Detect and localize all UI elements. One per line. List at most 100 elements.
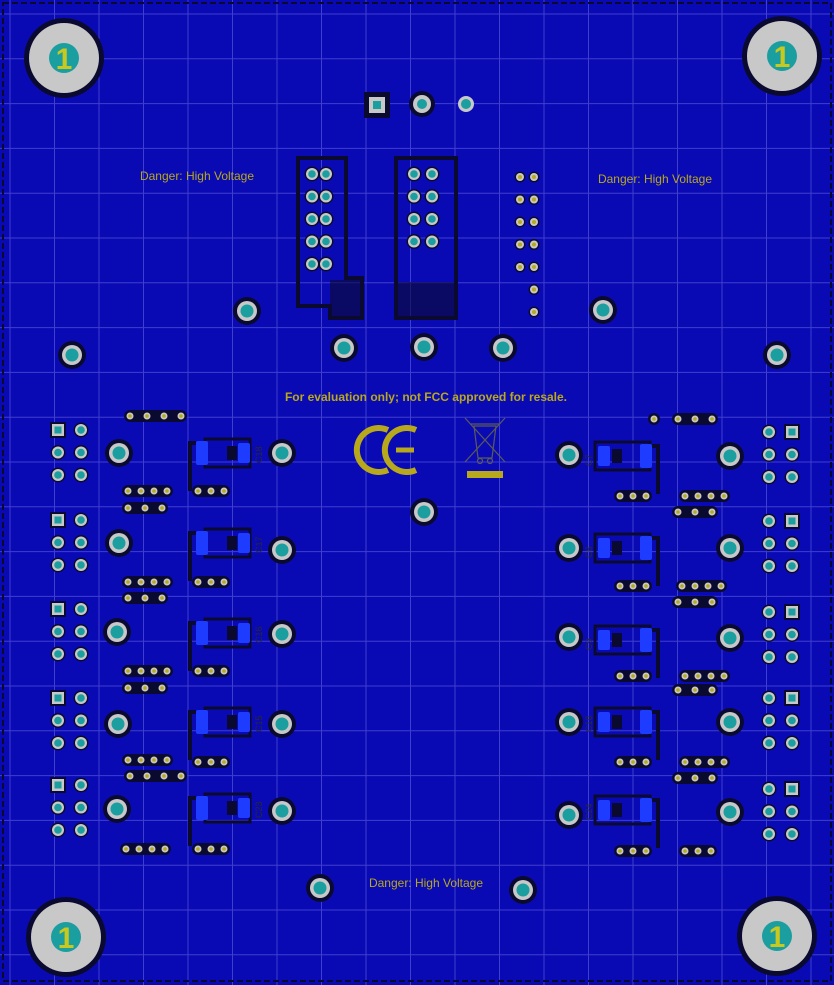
- pad-row: [672, 772, 718, 784]
- via-large: [306, 874, 334, 902]
- pad: [318, 211, 334, 227]
- via-large: [233, 297, 261, 325]
- pad: [318, 256, 334, 272]
- pad-row: [192, 843, 230, 855]
- pad-row: [679, 490, 730, 502]
- pad-row: [614, 756, 652, 768]
- refdes-label: C24: [584, 803, 594, 820]
- via-large: [716, 624, 744, 652]
- pad: [406, 166, 422, 182]
- pad: [406, 234, 422, 249]
- pad: [761, 713, 777, 728]
- svg-text:1: 1: [769, 921, 786, 954]
- pad: [761, 781, 777, 797]
- pad: [761, 469, 777, 485]
- pad: [761, 804, 777, 819]
- pad-row: [124, 410, 187, 422]
- pad: [761, 627, 777, 642]
- pad: [73, 646, 89, 662]
- pad: [73, 690, 89, 706]
- pad-row: [672, 506, 718, 518]
- via-large: [716, 708, 744, 736]
- pads: [50, 166, 800, 904]
- pad-row: [124, 770, 187, 782]
- pad-square: [50, 690, 66, 706]
- via-large: [58, 341, 86, 369]
- via-large: [763, 341, 791, 369]
- pad-row: [122, 485, 173, 497]
- pad-row: [614, 670, 652, 682]
- via-large: [104, 710, 132, 738]
- via-large: [716, 442, 744, 470]
- pad-square: [784, 781, 800, 797]
- pad-row: [679, 845, 717, 857]
- pad-row: [122, 754, 173, 766]
- danger-label-top-left: Danger: High Voltage: [140, 169, 254, 183]
- pad-square: [784, 513, 800, 529]
- svg-text:1: 1: [774, 41, 791, 74]
- via-large: [555, 623, 583, 651]
- pad: [424, 211, 440, 227]
- component-c17: C17: [188, 527, 264, 581]
- pad-row: [122, 592, 168, 604]
- pad: [784, 627, 800, 642]
- pad-square: [784, 690, 800, 706]
- mounting-hole-top-left: 1: [24, 18, 104, 98]
- pad-row: [192, 756, 230, 768]
- connector-middle-2x5: [394, 156, 458, 320]
- pad: [406, 211, 422, 227]
- pad: [784, 447, 800, 462]
- refdes-label: C16: [254, 626, 264, 643]
- danger-label-top-right: Danger: High Voltage: [598, 172, 712, 186]
- pad-small: [528, 216, 540, 228]
- component-c9: C9: [584, 624, 660, 678]
- pad: [50, 646, 66, 662]
- pad: [761, 447, 777, 462]
- pad: [50, 800, 66, 815]
- pad-row: [120, 843, 171, 855]
- via-large: [716, 534, 744, 562]
- pad: [50, 735, 66, 751]
- pad: [304, 211, 320, 227]
- component-c10: C10: [584, 706, 660, 760]
- pad-small: [528, 239, 540, 250]
- pad-row: [192, 665, 230, 677]
- svg-text:1: 1: [58, 922, 75, 955]
- component-c16: C16: [188, 617, 264, 671]
- pad-row: [672, 596, 718, 608]
- pad-square: [50, 512, 66, 528]
- via-large: [489, 334, 517, 362]
- via-large: [268, 797, 296, 825]
- pad-square: [50, 777, 66, 793]
- pad: [73, 800, 89, 815]
- pad: [50, 822, 66, 838]
- via-large: [410, 333, 438, 361]
- component-c7: C7: [584, 440, 660, 494]
- pad: [761, 536, 777, 551]
- pad-row: [648, 413, 660, 425]
- via-large: [105, 529, 133, 557]
- pad-small: [514, 261, 526, 273]
- pad-row: [614, 845, 652, 857]
- pad-small: [528, 284, 540, 295]
- header-top-3pin: [364, 91, 474, 118]
- via-large: [555, 708, 583, 736]
- via-large: [330, 334, 358, 362]
- via-large: [555, 534, 583, 562]
- pad-small: [528, 306, 540, 318]
- pad: [304, 234, 320, 249]
- component-c15: C15: [188, 706, 264, 760]
- refdes-label: C7: [584, 454, 594, 466]
- pad: [406, 189, 422, 204]
- via-large: [268, 620, 296, 648]
- pad-small: [514, 239, 526, 250]
- pad: [304, 189, 320, 204]
- evaluation-notice: For evaluation only; not FCC approved fo…: [285, 390, 567, 404]
- via-large: [105, 439, 133, 467]
- via-large: [268, 439, 296, 467]
- pad-row: [122, 665, 173, 677]
- pad: [73, 601, 89, 617]
- pad: [784, 713, 800, 728]
- pad: [761, 513, 777, 529]
